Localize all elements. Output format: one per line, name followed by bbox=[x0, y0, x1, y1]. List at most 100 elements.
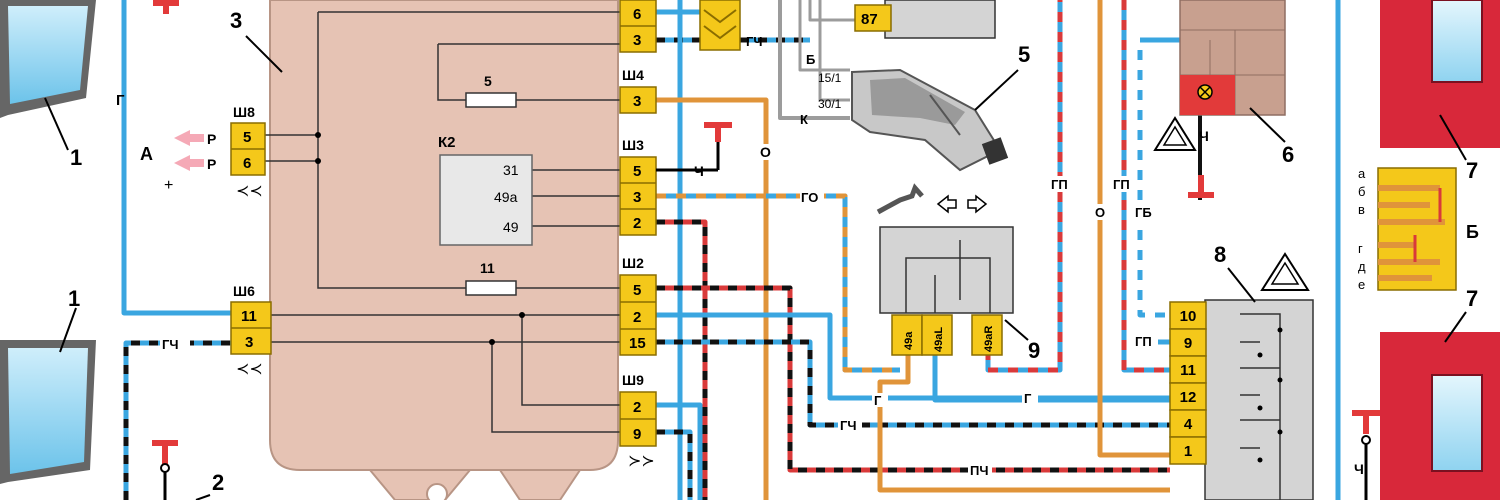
sw8-pin-cell bbox=[1169, 409, 1207, 438]
hazard-switch-8 bbox=[1204, 299, 1314, 500]
connector-b-label-e: е bbox=[1358, 277, 1365, 292]
connector-sh8-label: Ш8 bbox=[233, 104, 255, 120]
wire-label-gch-top: ГЧ bbox=[746, 34, 763, 49]
wire-label-go: ГО bbox=[801, 190, 818, 205]
fuse-11-label: 11 bbox=[480, 260, 495, 276]
connector-sh2 bbox=[619, 274, 657, 356]
label-6: 6 bbox=[1282, 142, 1294, 167]
relay-k2-pin-49: 49 bbox=[503, 219, 519, 235]
ground-symbol-mid bbox=[656, 122, 732, 172]
pin-6: 6 bbox=[633, 6, 641, 23]
label-8: 8 bbox=[1214, 242, 1226, 267]
side-lamp-7-bottom bbox=[1380, 332, 1500, 500]
ground-symbol-right-top bbox=[1188, 175, 1214, 198]
label-7-top: 7 bbox=[1466, 158, 1478, 183]
connector-sh8 bbox=[230, 122, 266, 176]
label-9: 9 bbox=[1028, 338, 1040, 363]
label-p-b: Р bbox=[207, 156, 216, 172]
connector-b bbox=[1377, 167, 1457, 291]
relay-pin-87: 87 bbox=[861, 11, 878, 28]
relay-k2 bbox=[439, 154, 533, 246]
connector-b-letter: Б bbox=[1466, 222, 1479, 242]
wire-label-g-bot: Г bbox=[874, 393, 882, 408]
heater-element bbox=[699, 0, 741, 51]
sh3-pin-3: 3 bbox=[633, 189, 641, 206]
relay-k2-pin-49a: 49a bbox=[494, 189, 518, 205]
connector-sh3-label: Ш3 bbox=[622, 137, 644, 153]
ground-symbol-right-bottom bbox=[1352, 410, 1380, 500]
sw8-pin-1: 1 bbox=[1184, 443, 1192, 460]
label-3: 3 bbox=[230, 8, 242, 33]
wire-label-ch-2: Ч bbox=[1199, 128, 1209, 144]
sh6-plug-icon: ≺≺ bbox=[236, 361, 263, 378]
sh3-pin-5: 5 bbox=[633, 163, 641, 180]
warning-triangle-icon-top bbox=[1153, 116, 1197, 151]
wire-label-gp-3: ГП bbox=[1135, 334, 1152, 349]
mounting-block-3 bbox=[269, 0, 619, 500]
sh8-pin-6: 6 bbox=[243, 155, 251, 172]
sh9-pin-2: 2 bbox=[633, 399, 641, 416]
wire-label-ch-bottom: Ч bbox=[1354, 461, 1364, 477]
wire-label-pch: ПЧ bbox=[970, 463, 988, 478]
sw9-pin-49aL: 49aL bbox=[933, 327, 945, 352]
signal-arrows-a bbox=[174, 130, 204, 171]
wire-label-gp-1: ГП bbox=[1051, 177, 1068, 192]
sh9-pin-9: 9 bbox=[633, 426, 641, 443]
connector-b-label-b: б bbox=[1358, 184, 1365, 199]
sw8-pin-11: 11 bbox=[1180, 362, 1196, 379]
ground-symbol-bottom-left bbox=[152, 440, 178, 500]
connector-sh2-label: Ш2 bbox=[622, 255, 644, 271]
sw8-pin-9: 9 bbox=[1184, 335, 1192, 352]
label-1-bottom: 1 bbox=[68, 286, 80, 311]
relay-k2-title: К2 bbox=[438, 134, 456, 151]
sw8-pin-12: 12 bbox=[1180, 389, 1197, 406]
label-7-bottom: 7 bbox=[1466, 286, 1478, 311]
connector-b-label-v: в bbox=[1358, 202, 1365, 217]
sh4-pin-3: 3 bbox=[633, 93, 641, 110]
sh2-pin-5: 5 bbox=[633, 282, 641, 299]
label-plus: + bbox=[164, 177, 173, 194]
wire-label-ch-1: Ч bbox=[694, 163, 704, 179]
lamp-1-top bbox=[0, 0, 96, 118]
sh8-pin-5: 5 bbox=[243, 129, 251, 146]
turn-signal-switch-9 bbox=[876, 183, 1014, 356]
sw8-pin-cell bbox=[1169, 355, 1207, 384]
sh2-pin-2: 2 bbox=[633, 309, 641, 326]
connector-top bbox=[619, 0, 657, 53]
wire-label-g-bot2: Г bbox=[1024, 391, 1032, 406]
connector-sh9 bbox=[619, 391, 657, 447]
wire-label-o-right: О bbox=[1095, 205, 1105, 220]
label-1-top: 1 bbox=[70, 145, 82, 170]
relay-k2-pin-31: 31 bbox=[503, 162, 519, 178]
warning-triangle-icon-8 bbox=[1260, 252, 1310, 291]
ignition-switch-5 bbox=[851, 68, 1009, 172]
pin-3-top: 3 bbox=[633, 32, 641, 49]
lamp-1-bottom bbox=[0, 340, 96, 484]
fuse-11 bbox=[465, 280, 517, 296]
wire-label-gb: ГБ bbox=[1135, 205, 1152, 220]
label-5: 5 bbox=[1018, 42, 1030, 67]
terminal-30-1: 30/1 bbox=[818, 97, 842, 111]
sh2-pin-15: 15 bbox=[629, 335, 646, 352]
connector-sh6 bbox=[230, 301, 272, 355]
connector-b-label-g: г bbox=[1358, 241, 1363, 256]
fuse-5 bbox=[465, 92, 517, 108]
sw8-pin-cell bbox=[1169, 328, 1207, 357]
sh3-pin-2: 2 bbox=[633, 215, 641, 232]
connector-sh9-label: Ш9 bbox=[622, 372, 644, 388]
wire-label-o-mid: О bbox=[760, 144, 771, 160]
sw9-pin-49a: 49a bbox=[903, 331, 915, 350]
sh6-pin-11: 11 bbox=[241, 308, 257, 325]
wire-label-k-top: К bbox=[800, 112, 808, 127]
wire-label-gch-left: ГЧ bbox=[162, 337, 179, 352]
relay-87-block bbox=[854, 0, 996, 39]
fuse-5-label: 5 bbox=[484, 73, 492, 89]
sh6-pin-3: 3 bbox=[245, 334, 253, 351]
ground-symbol-top-left bbox=[153, 0, 179, 14]
terminal-15-1: 15/1 bbox=[818, 71, 842, 85]
label-a: А bbox=[140, 144, 153, 164]
sh9-plug-icon: ≻≻ bbox=[628, 453, 655, 470]
wire-label-b-top: Б bbox=[806, 52, 815, 67]
